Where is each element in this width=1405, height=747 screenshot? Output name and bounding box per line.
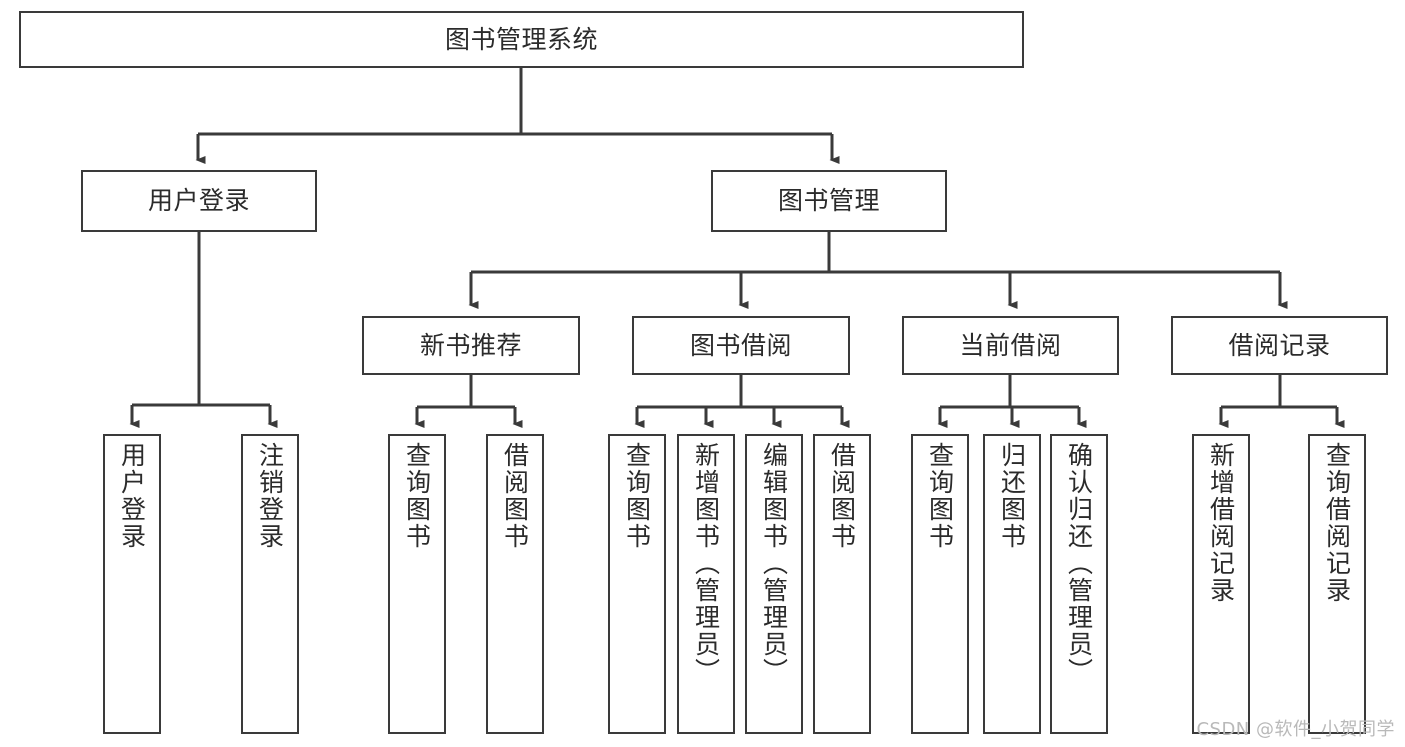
node-new-book-recommend[interactable]: 新书推荐 <box>362 316 580 375</box>
node-leaf-add-book-label: 新增图书（管理员） <box>691 442 721 685</box>
node-book-manage-label: 图书管理 <box>777 186 880 216</box>
node-leaf-logout-label: 注销登录 <box>255 442 285 550</box>
node-leaf-confirm-return[interactable]: 确认归还（管理员） <box>1050 434 1108 734</box>
node-leaf-borrow-book-1[interactable]: 借阅图书 <box>486 434 544 734</box>
node-user-login[interactable]: 用户登录 <box>81 170 317 232</box>
node-leaf-add-book[interactable]: 新增图书（管理员） <box>677 434 735 734</box>
node-root[interactable]: 图书管理系统 <box>19 11 1024 68</box>
node-leaf-query-record-label: 查询借阅记录 <box>1322 442 1352 604</box>
node-current-borrow-label: 当前借阅 <box>959 330 1062 360</box>
node-root-label: 图书管理系统 <box>444 24 598 54</box>
node-new-book-recommend-label: 新书推荐 <box>419 330 522 360</box>
node-leaf-query-book-1-label: 查询图书 <box>402 442 432 550</box>
node-leaf-add-record-label: 新增借阅记录 <box>1206 442 1236 604</box>
node-leaf-logout[interactable]: 注销登录 <box>241 434 299 734</box>
node-book-borrow[interactable]: 图书借阅 <box>632 316 850 375</box>
node-leaf-borrow-book-2[interactable]: 借阅图书 <box>813 434 871 734</box>
node-leaf-query-book-2-label: 查询图书 <box>622 442 652 550</box>
node-current-borrow[interactable]: 当前借阅 <box>902 316 1119 375</box>
node-leaf-borrow-book-2-label: 借阅图书 <box>827 442 857 550</box>
node-book-borrow-label: 图书借阅 <box>689 330 792 360</box>
watermark: CSDN @软件_小贺同学 <box>1196 719 1395 740</box>
node-leaf-return-book-label: 归还图书 <box>997 442 1027 550</box>
node-leaf-edit-book-label: 编辑图书（管理员） <box>759 442 789 685</box>
node-leaf-edit-book[interactable]: 编辑图书（管理员） <box>745 434 803 734</box>
node-borrow-record[interactable]: 借阅记录 <box>1171 316 1388 375</box>
node-book-manage[interactable]: 图书管理 <box>711 170 947 232</box>
node-leaf-user-login-label: 用户登录 <box>117 442 147 550</box>
node-leaf-query-book-3-label: 查询图书 <box>925 442 955 550</box>
node-leaf-user-login[interactable]: 用户登录 <box>103 434 161 734</box>
node-leaf-query-book-3[interactable]: 查询图书 <box>911 434 969 734</box>
node-leaf-add-record[interactable]: 新增借阅记录 <box>1192 434 1250 734</box>
node-user-login-label: 用户登录 <box>147 186 250 216</box>
node-borrow-record-label: 借阅记录 <box>1228 330 1331 360</box>
node-leaf-query-book-1[interactable]: 查询图书 <box>388 434 446 734</box>
node-leaf-confirm-return-label: 确认归还（管理员） <box>1064 442 1094 685</box>
node-leaf-borrow-book-1-label: 借阅图书 <box>500 442 530 550</box>
node-leaf-query-record[interactable]: 查询借阅记录 <box>1308 434 1366 734</box>
node-leaf-return-book[interactable]: 归还图书 <box>983 434 1041 734</box>
node-leaf-query-book-2[interactable]: 查询图书 <box>608 434 666 734</box>
